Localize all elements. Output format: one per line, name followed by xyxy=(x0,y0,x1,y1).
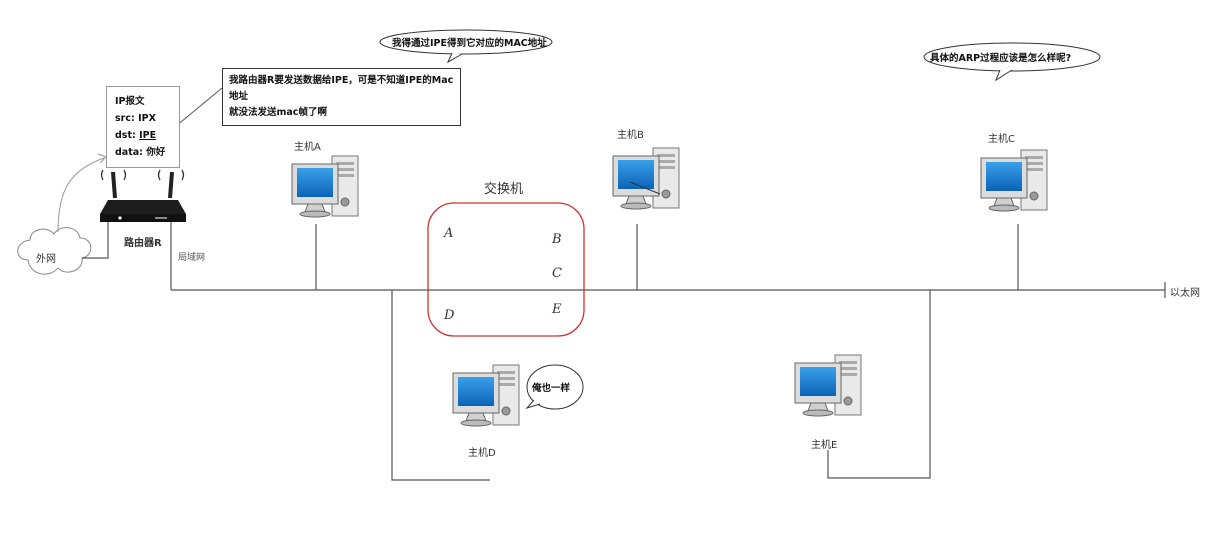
packet-data-key: data: xyxy=(115,147,143,158)
hostD-bubble xyxy=(526,364,584,410)
packet-data-val: 你好 xyxy=(146,147,166,158)
packet-dst-key: dst: xyxy=(115,130,136,141)
hostD-label: 主机D xyxy=(468,448,496,459)
router-note-line1: 我路由器R要发送数据给IPE，可是不知道IPE的Mac地址 xyxy=(229,75,454,102)
packet-title: IP报文 xyxy=(115,96,145,107)
ip-packet-box: IP报文 src: IPX dst: IPE data: 你好 xyxy=(106,86,180,168)
router-label: 路由器R xyxy=(124,238,162,249)
hostC-pc-icon xyxy=(980,149,1048,212)
arp-bubble-text: 具体的ARP过程应该是怎么样呢? xyxy=(930,53,1072,64)
hostE-pc-icon xyxy=(794,354,862,417)
router-note-line2: 就没法发送mac帧了啊 xyxy=(229,107,327,118)
switch-title: 交换机 xyxy=(484,182,524,197)
packet-dst-val: IPE xyxy=(139,130,157,141)
router-icon xyxy=(100,169,186,222)
top-bubble-text: 我得通过IPE得到它对应的MAC地址 xyxy=(392,38,547,49)
hostE-label: 主机E xyxy=(811,440,838,451)
ethernet-label: 以太网 xyxy=(1170,288,1200,299)
hostA-pc-icon xyxy=(291,155,359,218)
packet-dst: dst: IPE xyxy=(115,127,171,144)
packet-src-val: IPX xyxy=(138,113,156,124)
hostD-pc-icon xyxy=(452,364,520,427)
hostC-label: 主机C xyxy=(988,134,1015,145)
hostB-label: 主机B xyxy=(617,130,644,141)
packet-src-key: src: xyxy=(115,113,135,124)
router-note: 我路由器R要发送数据给IPE，可是不知道IPE的Mac地址 就没法发送mac帧了… xyxy=(222,68,461,126)
wan-link xyxy=(82,222,109,259)
wan-cloud xyxy=(17,227,92,275)
lan-label: 局域网 xyxy=(178,253,206,263)
hostD-bubble-text: 俺也一样 xyxy=(532,383,571,394)
packet-arrow xyxy=(57,157,105,233)
switch-port-b: B xyxy=(552,232,562,247)
hostA-label: 主机A xyxy=(294,142,321,153)
top-bubble xyxy=(379,29,553,55)
switch-port-e: E xyxy=(552,302,562,317)
switch-port-c: C xyxy=(552,266,562,281)
packet-src: src: IPX xyxy=(115,110,171,127)
hostB-pc-icon xyxy=(612,147,680,210)
hostE-link xyxy=(827,290,931,479)
arp-bubble xyxy=(923,42,1101,72)
switch-box xyxy=(427,202,585,337)
hostD-link xyxy=(391,290,490,481)
wan-label: 外网 xyxy=(36,254,56,265)
switch-port-a: A xyxy=(444,226,454,241)
packet-data: data: 你好 xyxy=(115,144,171,161)
switch-port-d: D xyxy=(444,308,455,323)
